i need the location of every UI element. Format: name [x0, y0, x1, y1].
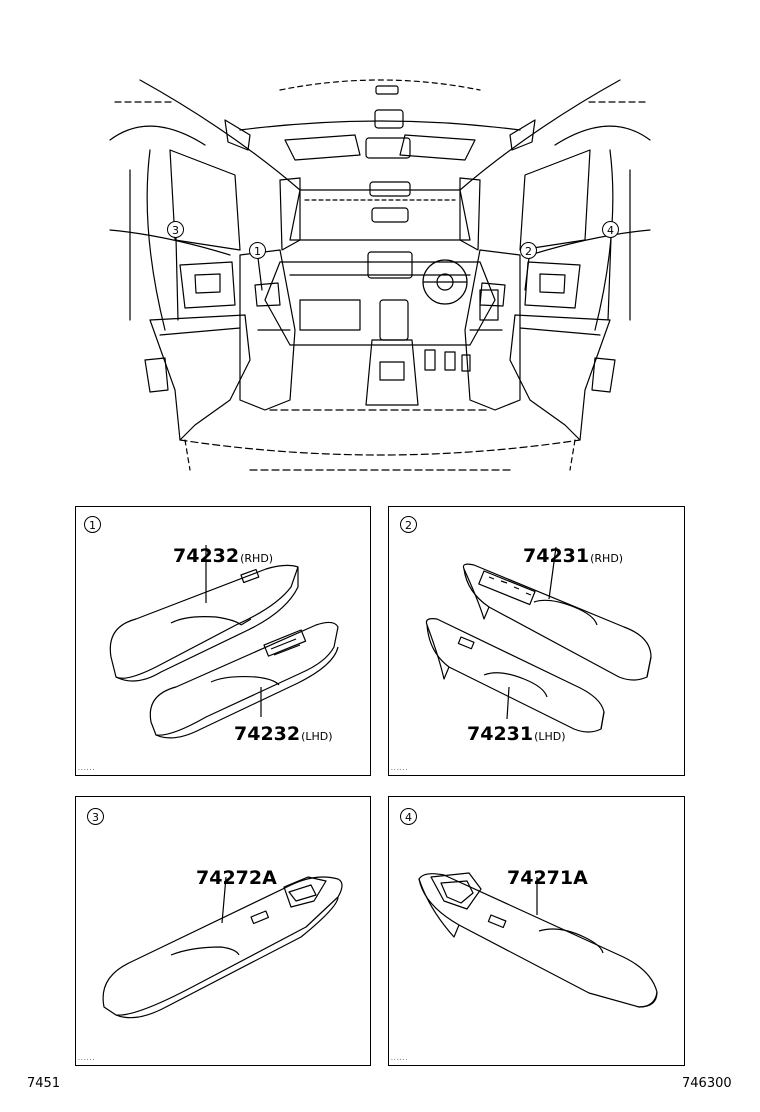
panel-callout: 3 [87, 808, 104, 825]
part-suffix: (RHD) [240, 552, 274, 565]
part-number-74231-rhd: 74231(RHD) [523, 545, 623, 567]
part-suffix: (RHD) [590, 552, 624, 565]
footer-code-right: 746300 [682, 1076, 732, 1091]
armrest-illustration [418, 872, 658, 1008]
part-number: 74272A [196, 867, 277, 889]
switch-base-illustration [109, 545, 339, 739]
overview-callout-2: 2 [520, 242, 537, 259]
part-number-74271a: 74271A [507, 867, 588, 889]
detail-panel-4: 4 74271A ...... [388, 796, 685, 1066]
panel-callout: 1 [84, 516, 101, 533]
armrest-illustration [102, 876, 343, 1019]
detail-panel-2: 2 74231(RHD) 74231(LHD) ...... [388, 506, 685, 776]
footer-code-left: 7451 [27, 1076, 61, 1091]
overview-callout-4: 4 [602, 221, 619, 238]
part-number-74231-lhd: 74231(LHD) [467, 723, 566, 745]
panel-callout: 4 [400, 808, 417, 825]
part-number: 74232 [173, 545, 240, 567]
part-number-74272a: 74272A [196, 867, 277, 889]
panel-corner-dots: ...... [391, 765, 409, 772]
part-number: 74232 [234, 723, 301, 745]
vehicle-interior-overview: 3 1 2 4 [0, 0, 760, 490]
overview-callout-3: 3 [167, 221, 184, 238]
part-number: 74271A [507, 867, 588, 889]
panel-callout: 2 [400, 516, 417, 533]
part-number-74232-lhd: 74232(LHD) [234, 723, 333, 745]
panel-corner-dots: ...... [78, 765, 96, 772]
panel-corner-dots: ...... [78, 1055, 96, 1062]
part-number: 74231 [523, 545, 590, 567]
switch-base-illustration [425, 546, 652, 733]
part-number-74232-rhd: 74232(RHD) [173, 545, 273, 567]
part-suffix: (LHD) [534, 730, 566, 743]
detail-panel-1: 1 74232(RHD) 74232(LHD) ...... [75, 506, 371, 776]
part-suffix: (LHD) [301, 730, 333, 743]
overview-callout-1: 1 [249, 242, 266, 259]
panel-corner-dots: ...... [391, 1055, 409, 1062]
part-number: 74231 [467, 723, 534, 745]
detail-panel-3: 3 74272A ...... [75, 796, 371, 1066]
